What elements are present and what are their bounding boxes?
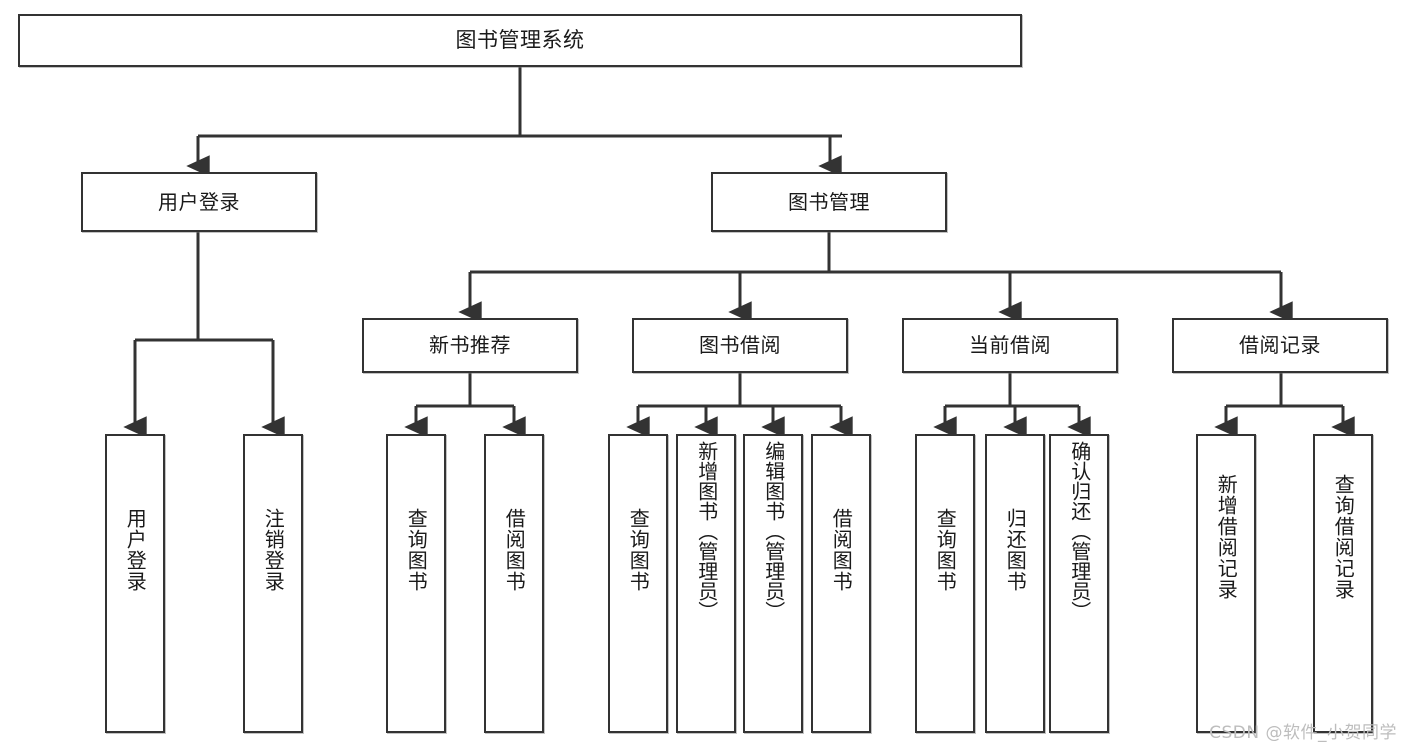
node-new-book-recommend[interactable]: 新书推荐 [362,318,578,373]
node-book-manage-label: 图书管理 [788,189,870,214]
node-root[interactable]: 图书管理系统 [18,14,1022,67]
node-user-login[interactable]: 用户登录 [81,172,317,232]
node-book-borrow-label: 图书借阅 [699,333,781,358]
node-leaf-borrow-book-2-label: 借阅图书 [829,508,854,592]
node-leaf-edit-book[interactable]: 编辑图书（管理员） [743,434,803,733]
node-leaf-confirm-return[interactable]: 确认归还（管理员） [1049,434,1109,733]
node-new-book-recommend-label: 新书推荐 [429,333,511,358]
node-leaf-return-book-label: 归还图书 [1003,508,1028,592]
node-borrow-record[interactable]: 借阅记录 [1172,318,1388,373]
node-leaf-add-record[interactable]: 新增借阅记录 [1196,434,1256,733]
node-leaf-return-book[interactable]: 归还图书 [985,434,1045,733]
node-leaf-query-book-3[interactable]: 查询图书 [915,434,975,733]
node-leaf-borrow-book-2[interactable]: 借阅图书 [811,434,871,733]
node-leaf-query-book-1[interactable]: 查询图书 [386,434,446,733]
node-leaf-add-book-label: 新增图书（管理员） [694,441,719,621]
node-leaf-query-book-1-label: 查询图书 [404,508,429,592]
node-book-manage[interactable]: 图书管理 [711,172,947,232]
node-root-label: 图书管理系统 [455,27,585,52]
node-leaf-query-book-2[interactable]: 查询图书 [608,434,668,733]
node-leaf-query-record[interactable]: 查询借阅记录 [1313,434,1373,733]
node-leaf-query-book-3-label: 查询图书 [933,508,958,592]
node-leaf-add-record-label: 新增借阅记录 [1214,474,1239,600]
node-leaf-borrow-book-1[interactable]: 借阅图书 [484,434,544,733]
node-leaf-logout-label: 注销登录 [261,508,286,592]
node-book-borrow[interactable]: 图书借阅 [632,318,848,373]
node-leaf-add-book[interactable]: 新增图书（管理员） [676,434,736,733]
node-leaf-user-login[interactable]: 用户登录 [105,434,165,733]
node-leaf-edit-book-label: 编辑图书（管理员） [761,441,786,621]
node-leaf-confirm-return-label: 确认归还（管理员） [1067,441,1092,621]
node-leaf-query-record-label: 查询借阅记录 [1331,474,1356,600]
node-user-login-label: 用户登录 [158,189,240,214]
node-leaf-user-login-label: 用户登录 [123,508,148,592]
node-current-borrow[interactable]: 当前借阅 [902,318,1118,373]
node-leaf-query-book-2-label: 查询图书 [626,508,651,592]
node-leaf-logout[interactable]: 注销登录 [243,434,303,733]
node-borrow-record-label: 借阅记录 [1239,333,1321,358]
node-current-borrow-label: 当前借阅 [969,333,1051,358]
node-leaf-borrow-book-1-label: 借阅图书 [502,508,527,592]
